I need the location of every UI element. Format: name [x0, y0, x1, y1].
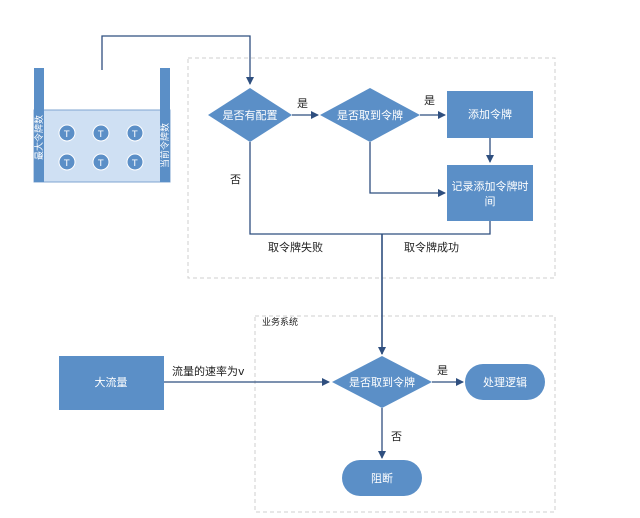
label-yes-2: 是 [424, 94, 435, 107]
label-rate: 流量的速率为v [172, 364, 245, 378]
label-no-1: 否 [230, 173, 241, 186]
label-no-2: 否 [391, 430, 402, 443]
decision-has-config-label: 是否有配置 [223, 108, 278, 122]
biz-system-label: 业务系统 [262, 316, 298, 328]
source-big-traffic-label: 大流量 [95, 375, 128, 389]
source-big-traffic [59, 356, 164, 410]
bucket-left-wall [34, 68, 44, 182]
biz-system-region [254, 315, 556, 513]
terminal-block-label: 阻断 [371, 471, 393, 485]
edge-got-token-to-record [369, 142, 446, 197]
label-success: 取令牌成功 [404, 240, 459, 254]
decision-got-token-biz-label: 是否取到令牌 [349, 375, 415, 389]
terminal-process-logic-label: 处理逻辑 [483, 375, 527, 389]
process-record-time-line1: 记录添加令牌时 [452, 179, 529, 193]
token-icon [58, 124, 76, 142]
bucket-current-label: 当前令牌数 [159, 123, 171, 168]
token-letter: T [97, 159, 104, 169]
token-letter: T [63, 159, 70, 169]
token-icon [58, 153, 76, 171]
terminal-process-logic [465, 364, 545, 400]
label-fail: 取令牌失败 [268, 240, 323, 254]
decision-has-config [208, 88, 292, 142]
token-icon [92, 153, 110, 171]
edge-bucket-to-config [101, 35, 254, 85]
process-record-time-line2: 间 [485, 195, 496, 208]
process-add-token [447, 91, 533, 138]
edge-record-success [382, 221, 491, 235]
token-letter: T [63, 130, 70, 140]
process-record-time [447, 165, 533, 221]
bucket-right-wall [160, 68, 170, 182]
decision-got-token-top-label: 是否取到令牌 [337, 108, 403, 122]
bucket-body [33, 109, 171, 183]
process-add-token-label: 添加令牌 [468, 107, 512, 121]
decision-got-token-top [320, 88, 420, 142]
edge-config-no [249, 142, 382, 235]
bucket-max-label: 最大令牌数 [33, 115, 45, 160]
label-yes-3: 是 [437, 364, 448, 377]
token-letter: T [131, 159, 138, 169]
token-icon [126, 124, 144, 142]
token-icon [126, 153, 144, 171]
label-yes-1: 是 [297, 97, 308, 110]
token-letter: T [97, 130, 104, 140]
token-bucket: 最大令牌数 当前令牌数 T T T T T T [33, 68, 171, 183]
token-letter: T [131, 130, 138, 140]
decision-got-token-biz [332, 356, 432, 408]
token-icon [92, 124, 110, 142]
terminal-block [342, 460, 422, 496]
token-config-region [187, 57, 556, 279]
